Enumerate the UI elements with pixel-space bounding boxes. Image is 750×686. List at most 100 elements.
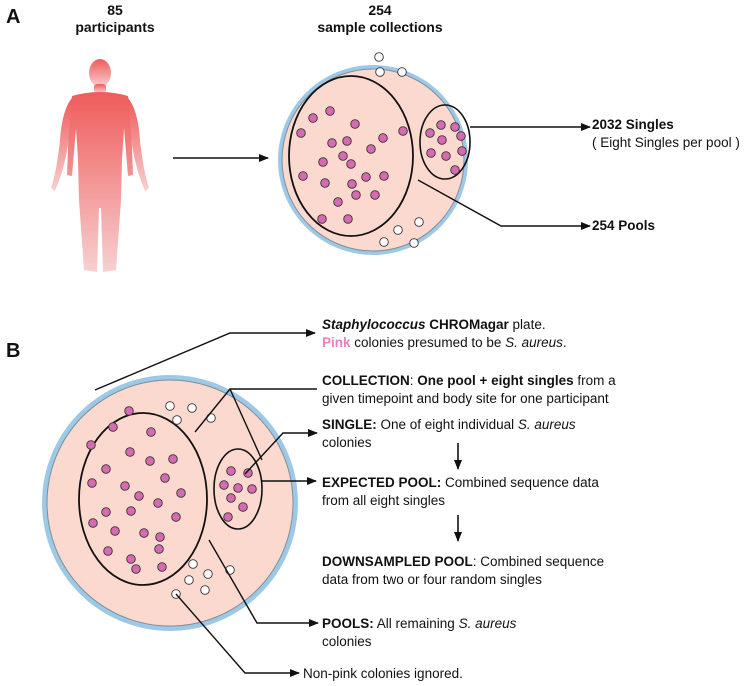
pink-colony xyxy=(88,518,98,528)
pink-colony xyxy=(320,178,330,188)
pink-colony xyxy=(176,488,186,498)
pink-colony xyxy=(441,151,451,161)
pink-colony xyxy=(317,214,327,224)
line-collection-singles xyxy=(229,388,263,461)
pink-colony xyxy=(378,133,388,143)
pink-colony xyxy=(125,447,135,457)
plate-genus: Staphylococcus xyxy=(322,317,426,332)
pink-colony xyxy=(308,113,318,123)
plate-description: Staphylococcus CHROMagar plate. Pink col… xyxy=(322,317,567,350)
plate-b xyxy=(42,375,298,631)
pink-colony xyxy=(398,126,408,136)
pink-colony xyxy=(457,146,467,156)
arrow-plate xyxy=(94,329,316,391)
pink-colony xyxy=(101,464,111,474)
pools-term: POOLS: xyxy=(322,616,374,631)
panel-a-letter: A xyxy=(6,6,21,28)
singles-title: 2032 Singles xyxy=(592,117,674,132)
pink-colony xyxy=(139,528,149,538)
pink-colony xyxy=(223,512,233,522)
plate-b-singles-ellipse xyxy=(213,448,263,530)
pink-colony xyxy=(153,498,163,508)
non-pink-colony xyxy=(184,575,194,585)
pink-colony xyxy=(426,148,436,158)
collection-term: COLLECTION xyxy=(322,373,410,388)
pink-colony xyxy=(154,544,164,554)
pink-colony xyxy=(350,119,360,129)
pink-colony xyxy=(146,427,156,437)
pink-colony xyxy=(126,506,136,516)
downsampled-pool-description: DOWNSAMPLED POOL: Combined sequence data… xyxy=(322,554,605,587)
pink-colony xyxy=(126,554,136,564)
non-pink-colony xyxy=(203,569,213,579)
pink-colony xyxy=(342,136,352,146)
pink-colony xyxy=(226,466,236,476)
non-pink-colony xyxy=(375,67,385,77)
pink-colony xyxy=(110,526,120,536)
singles-label: 2032 Singles ( Eight Singles per pool ) xyxy=(592,116,740,152)
collections-count: 254 xyxy=(368,2,392,18)
non-pink-colony xyxy=(187,403,197,413)
pink-colony xyxy=(226,493,236,503)
pink-colony xyxy=(134,491,144,501)
pink-colony xyxy=(243,468,253,478)
arrow-non-pink xyxy=(175,593,300,677)
pink-colony xyxy=(86,440,96,450)
pink-colony xyxy=(361,172,371,182)
non-pink-colony xyxy=(200,585,210,595)
pink-colony xyxy=(296,128,306,138)
participants-label: participants xyxy=(75,19,155,35)
non-pink-colony xyxy=(409,238,419,248)
collections-header: 254 sample collections xyxy=(290,2,470,36)
pink-colony xyxy=(347,179,357,189)
pink-colony xyxy=(157,562,167,572)
pink-colony xyxy=(108,422,118,432)
pink-colony xyxy=(370,190,380,200)
non-pink-colony xyxy=(379,237,389,247)
panel-b-letter: B xyxy=(6,340,21,362)
arrow-pools-b xyxy=(208,539,319,627)
pink-colony xyxy=(425,128,435,138)
pink-colony xyxy=(155,532,165,542)
pink-colony xyxy=(298,171,308,181)
pink-colony xyxy=(437,135,447,145)
expected-pool-description: EXPECTED POOL: Combined sequence data fr… xyxy=(322,475,599,508)
pink-colony xyxy=(327,138,337,148)
pink-word: Pink xyxy=(322,335,351,350)
pink-colony xyxy=(343,214,353,224)
plate-a-singles-ellipse xyxy=(419,104,471,180)
pink-colony xyxy=(87,478,97,488)
pink-colony xyxy=(168,454,178,464)
non-pink-description: Non-pink colonies ignored. xyxy=(303,666,463,681)
pink-colony xyxy=(238,502,248,512)
pink-colony xyxy=(131,564,141,574)
pink-colony xyxy=(103,546,113,556)
pink-colony xyxy=(333,197,343,207)
pink-colony xyxy=(450,165,460,175)
pink-colony xyxy=(436,120,446,130)
non-pink-colony xyxy=(374,52,384,62)
pink-colony xyxy=(366,144,376,154)
pink-colony xyxy=(318,157,328,167)
non-pink-colony xyxy=(393,225,403,235)
expected-pool-term: EXPECTED POOL: xyxy=(322,475,442,490)
downsampled-pool-term: DOWNSAMPLED POOL xyxy=(322,554,473,569)
plate-a xyxy=(278,52,471,255)
pools-label: 254 Pools xyxy=(592,218,656,233)
single-description: SINGLE: One of eight individual S. aureu… xyxy=(322,417,576,450)
pink-colony xyxy=(325,106,335,116)
pink-colony xyxy=(379,171,389,181)
pink-colony xyxy=(145,456,155,466)
pink-colony xyxy=(160,473,170,483)
pink-colony xyxy=(450,122,460,132)
pink-colony xyxy=(233,483,243,493)
plate-b-pool-ellipse xyxy=(78,412,208,586)
arrow-single xyxy=(244,429,318,475)
pink-colony xyxy=(351,190,361,200)
non-pink-colony xyxy=(165,401,175,411)
pink-colony xyxy=(124,406,134,416)
non-pink-colony xyxy=(397,67,407,77)
non-pink-colony xyxy=(188,559,198,569)
singles-subtitle: ( Eight Singles per pool ) xyxy=(592,135,740,150)
